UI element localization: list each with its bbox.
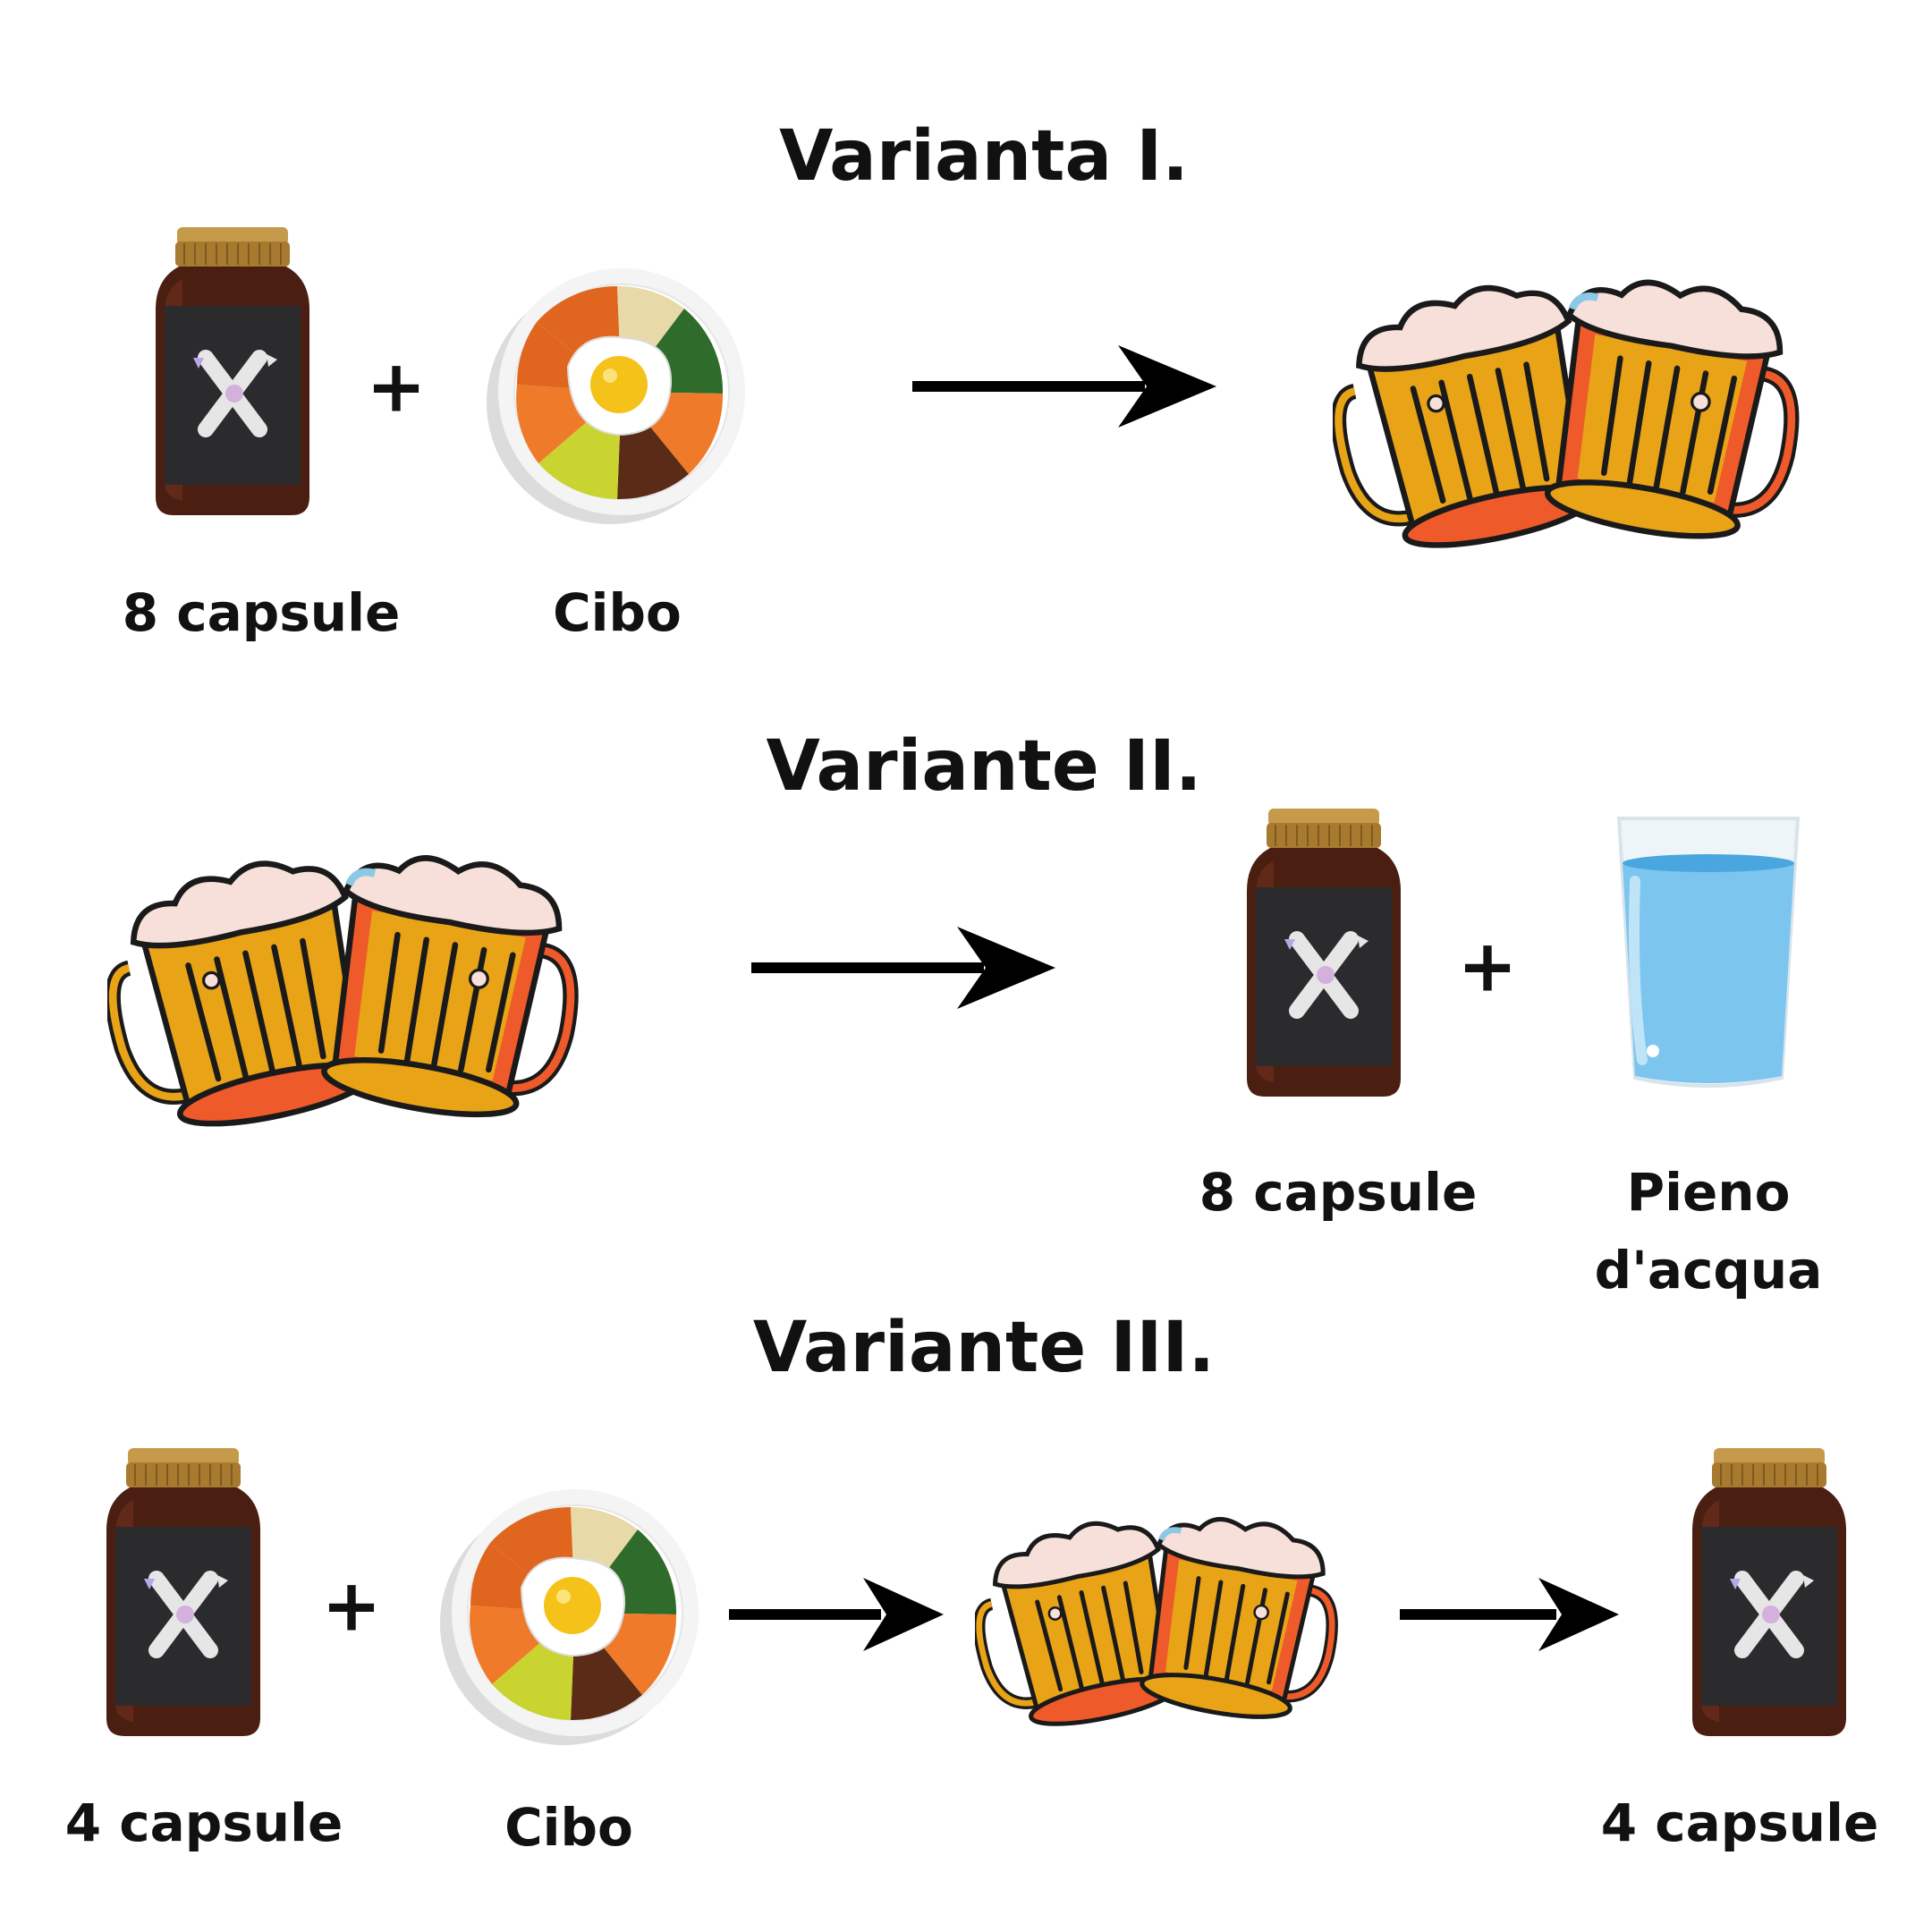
supplement-jar-icon: [1243, 805, 1404, 1100]
variant-2-title: Variante II.: [766, 726, 1202, 807]
food-label: Cibo: [553, 582, 682, 643]
water-label: Pieno d'acqua: [1595, 1154, 1823, 1309]
variant-3-title: Variante III.: [752, 1308, 1216, 1388]
capsule-count-label-after: 4 capsule: [1600, 1792, 1879, 1853]
arrow-right-icon: [751, 927, 1055, 1009]
supplement-jar-icon: [152, 224, 313, 519]
supplement-jar-icon: [1689, 1445, 1850, 1740]
supplement-jar-icon: [103, 1445, 264, 1740]
plus-sign: +: [321, 1563, 382, 1648]
capsule-count-label: 8 capsule: [122, 582, 401, 643]
capsule-count-label-before: 4 capsule: [64, 1792, 343, 1853]
capsule-count-label: 8 capsule: [1199, 1162, 1478, 1223]
variant-1-title: Varianta I.: [779, 116, 1189, 197]
water-label-line1: Pieno: [1626, 1162, 1791, 1223]
arrow-right-icon: [1400, 1578, 1619, 1651]
beer-mugs-icon: [1333, 250, 1816, 559]
food-label: Cibo: [504, 1797, 633, 1858]
water-label-line2: d'acqua: [1594, 1240, 1823, 1301]
plus-sign: +: [1457, 924, 1518, 1008]
food-bowl-icon: [483, 259, 751, 528]
food-bowl-icon: [436, 1480, 705, 1749]
arrow-right-icon: [912, 345, 1216, 428]
water-glass-icon: [1610, 809, 1807, 1096]
arrow-right-icon: [729, 1578, 944, 1651]
beer-mugs-icon: [975, 1489, 1351, 1740]
plus-sign: +: [366, 344, 427, 428]
beer-mugs-icon: [107, 823, 595, 1140]
